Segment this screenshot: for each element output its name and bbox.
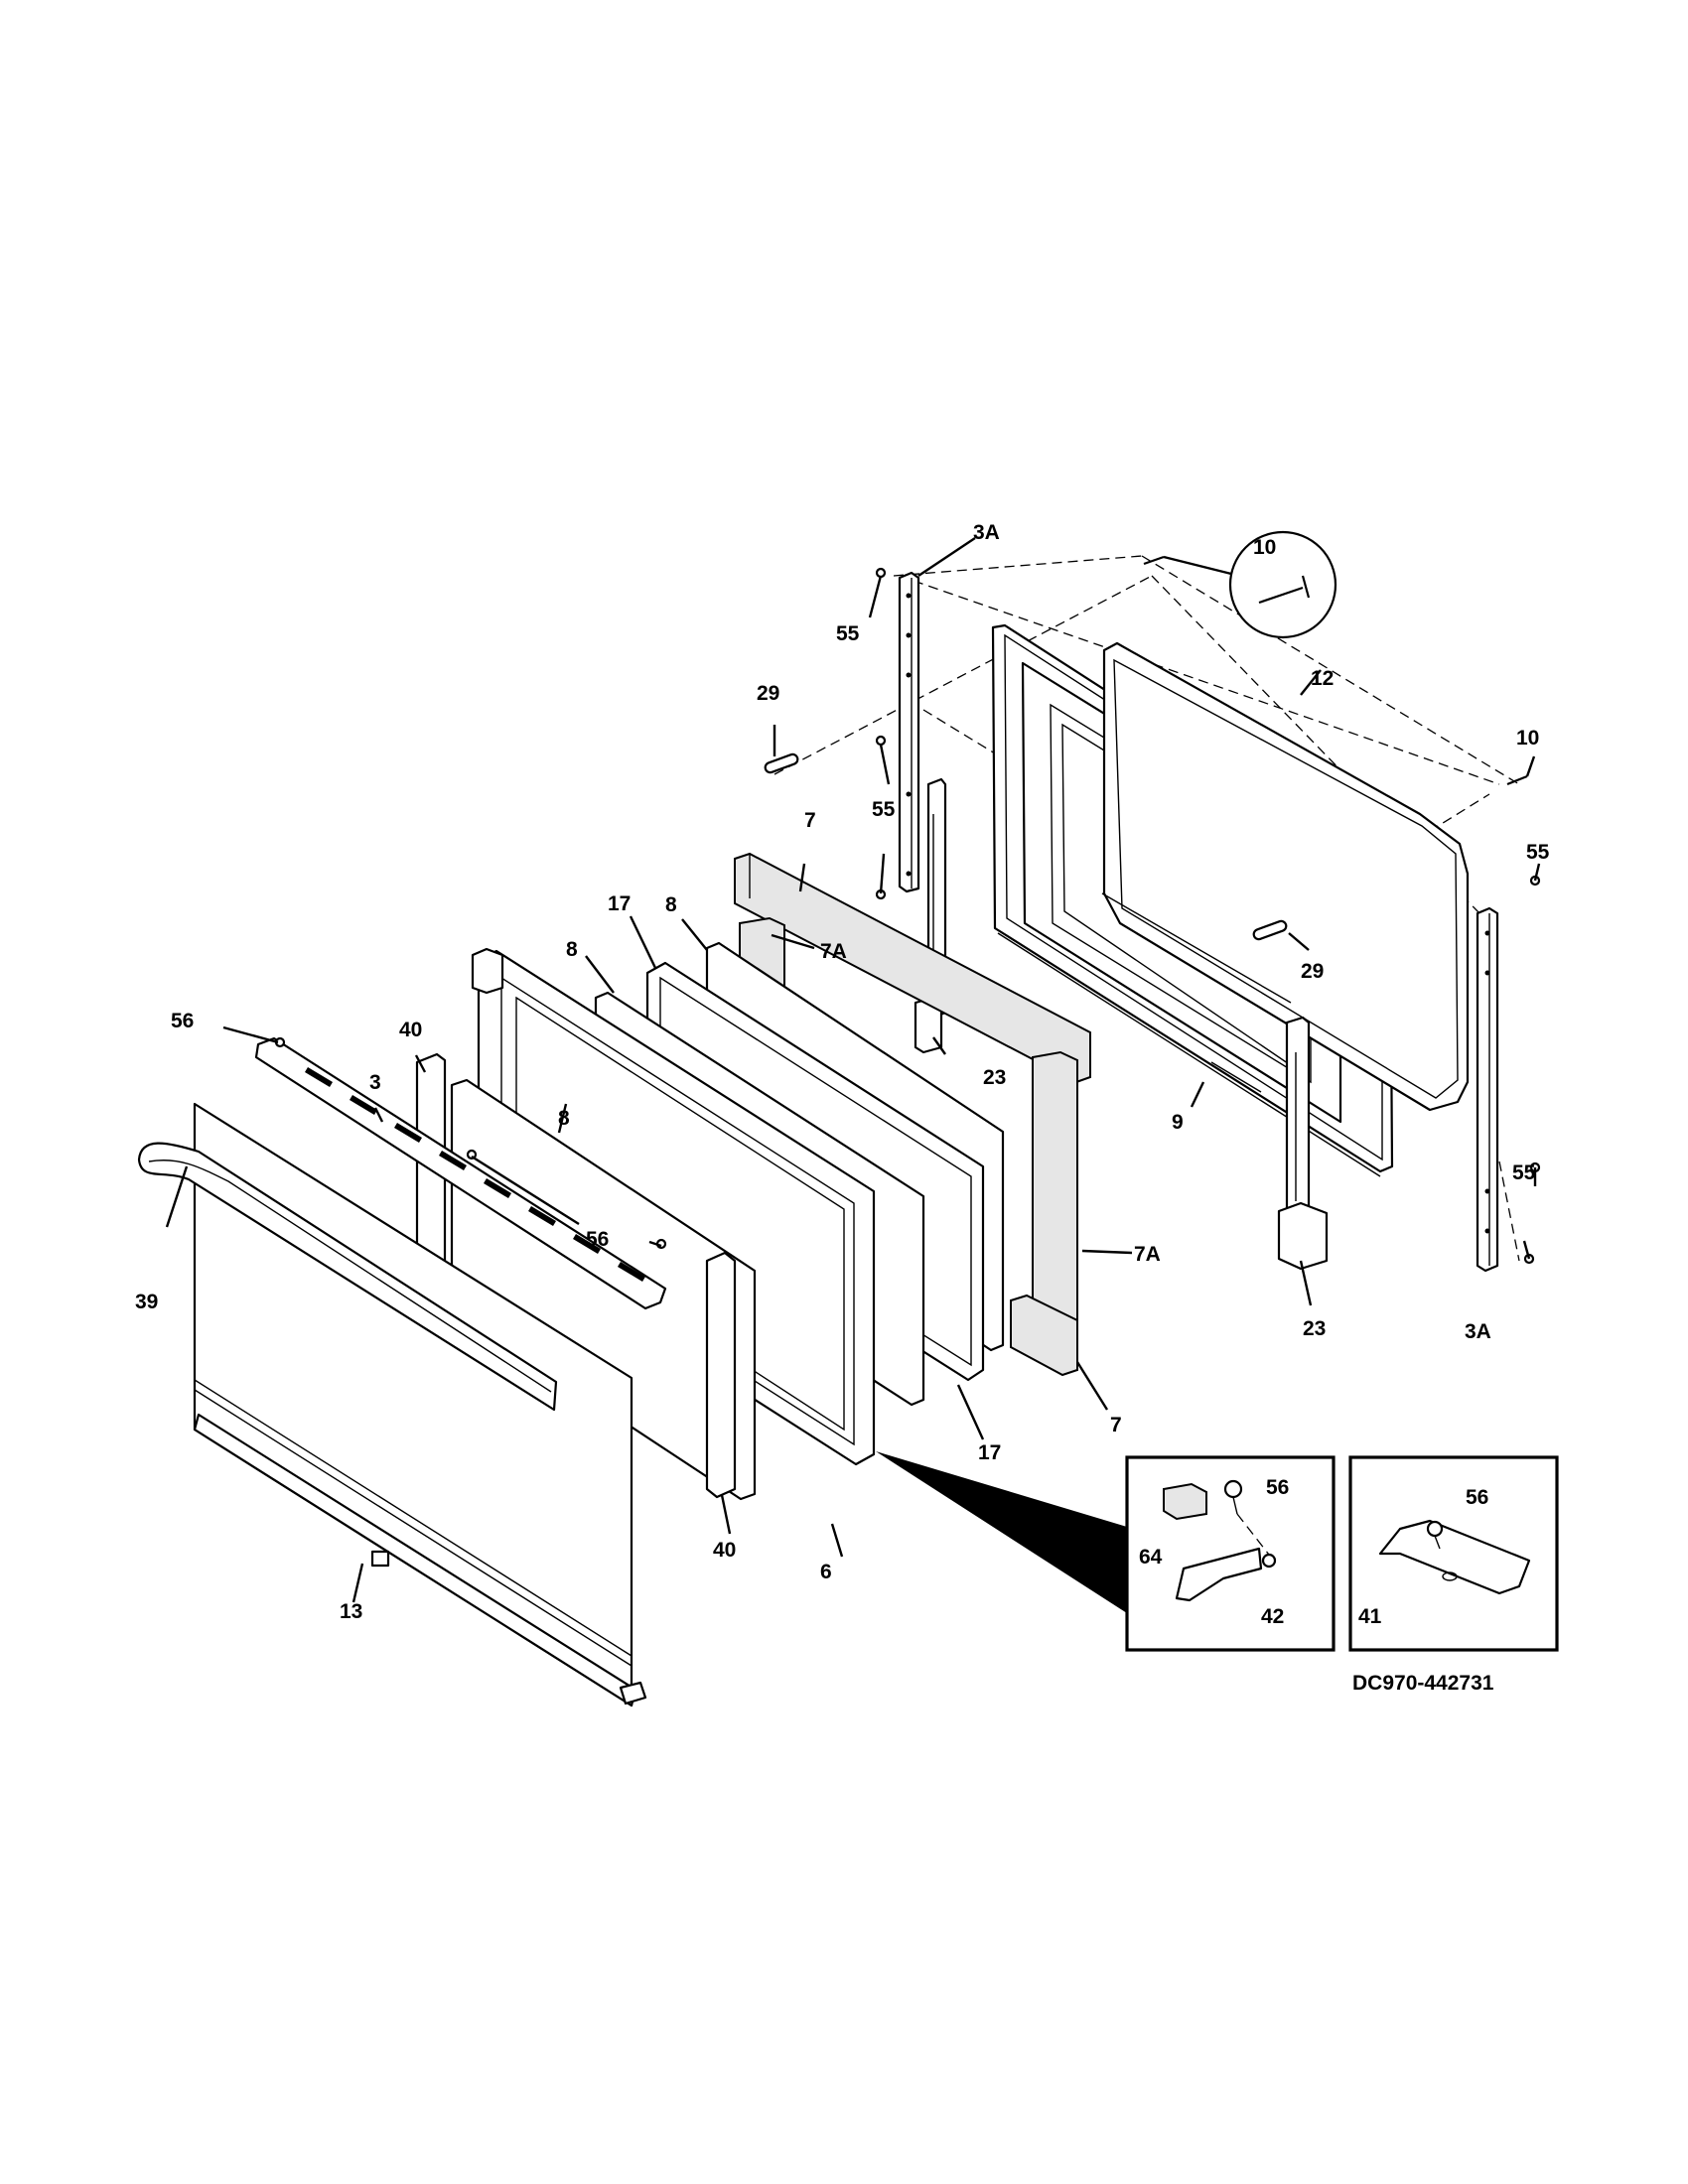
drawing-code: DC970-442731 [1352,1672,1494,1695]
callout-8-low: 8 [558,1107,570,1130]
callout-7a-top: 7A [820,940,847,963]
callout-3a-low: 3A [1465,1320,1491,1343]
callout-40-left: 40 [399,1019,422,1041]
leader-lines [165,537,1541,1603]
callout-7-top: 7 [804,809,816,832]
screw-icon [875,735,887,747]
callout-17-top: 17 [608,892,631,915]
callout-labels: 3A 10 55 29 12 10 55 7 55 17 8 7A 29 8 2… [135,521,1550,1628]
insulation-top [734,852,1091,1084]
callout-9: 9 [1172,1111,1184,1134]
callout-3a-top: 3A [973,521,1000,544]
callout-6: 6 [820,1561,832,1583]
door-handle [137,1142,558,1412]
callout-13: 13 [340,1600,362,1623]
detail-inset-bracket [1125,1455,1336,1652]
callout-23-low: 23 [1303,1317,1326,1340]
pin-icon [1252,919,1288,941]
insulation-side-right [1032,1050,1078,1327]
callout-55-left: 55 [872,798,896,821]
callout-10-circle: 10 [1253,536,1276,559]
callout-55-top: 55 [836,622,860,645]
detail-pointer [876,1451,1127,1613]
callout-56-inset-2: 56 [1466,1486,1488,1509]
bracket-right [705,1251,737,1499]
insulation-bottom [1010,1294,1078,1377]
callout-55-right-low: 55 [1512,1161,1536,1184]
callout-56-left: 56 [171,1010,194,1032]
callout-56-inset-1: 56 [1266,1476,1289,1499]
hinge-rail-right [1476,906,1499,1273]
callout-40-low: 40 [713,1539,736,1562]
callout-41: 41 [1358,1605,1382,1628]
callout-7a-low: 7A [1134,1243,1161,1266]
callout-3: 3 [369,1071,381,1094]
callout-12: 12 [1311,667,1334,690]
door-liner [1101,641,1470,1112]
detail-circle-10 [1228,530,1337,639]
hinge-rail-left [898,571,920,893]
vent-panel [254,1036,667,1310]
callout-29-right: 29 [1301,960,1324,983]
screw-icon [875,567,887,579]
outer-door-panel [193,1102,647,1707]
callout-10-right: 10 [1516,727,1539,750]
callout-7-low: 7 [1110,1414,1122,1436]
callout-55-right-top: 55 [1526,841,1550,864]
callout-29-left: 29 [757,682,779,705]
pin-icon [764,752,799,774]
callout-23-top: 23 [983,1066,1006,1089]
callout-8-top: 8 [665,893,677,916]
callout-8-mid: 8 [566,938,578,961]
detail-inset-clip [1348,1455,1559,1652]
callout-42: 42 [1261,1605,1284,1628]
callout-39: 39 [135,1291,158,1313]
hinge-lower [1277,1016,1329,1271]
callout-17-low: 17 [978,1441,1001,1464]
callout-56-mid: 56 [586,1228,609,1251]
callout-64: 64 [1139,1546,1163,1569]
